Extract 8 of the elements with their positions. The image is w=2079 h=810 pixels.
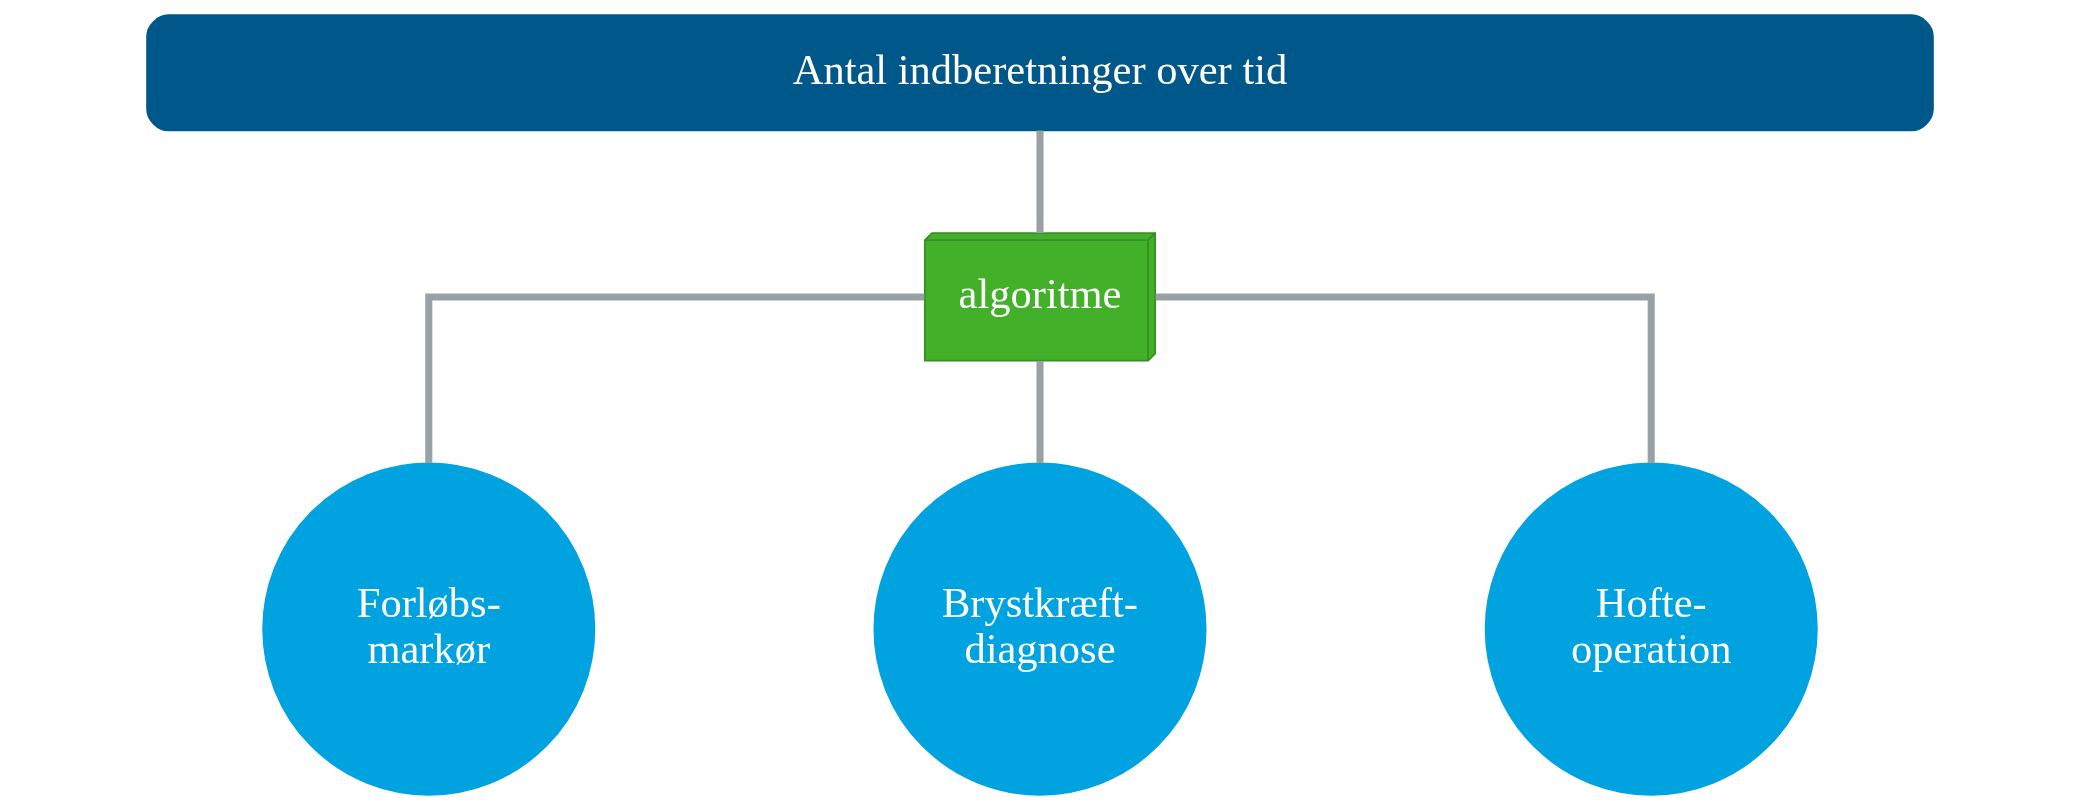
connector (1155, 293, 1655, 463)
connector (424, 293, 924, 463)
node-circle: Hofte- operation (1484, 462, 1818, 796)
node-circle: Brystkræft- diagnose (872, 462, 1207, 796)
connector (1035, 130, 1044, 234)
connector (1035, 360, 1044, 464)
node-box: Antal indberetninger over tid (145, 14, 1934, 132)
node-circle: Forløbs- markør (261, 462, 595, 796)
